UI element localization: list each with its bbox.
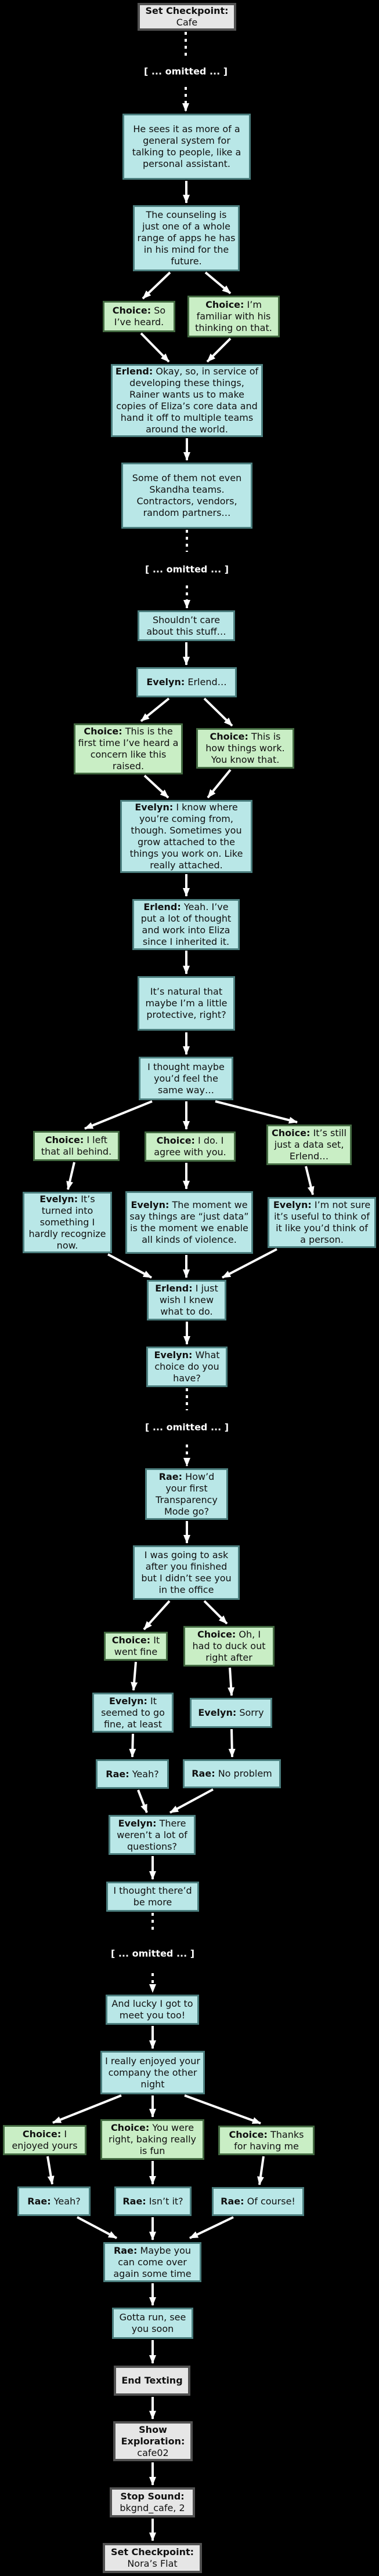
dialogue-evelyn-sorry: Evelyn: Sorry bbox=[190, 1698, 272, 1728]
dialogue-shouldnt-care: Shouldn’t care about this stuff… bbox=[138, 610, 235, 641]
dialogue-rae-of-course: Rae: Of course! bbox=[212, 2187, 304, 2216]
dialogue-counseling: The counseling is just one of a whole ra… bbox=[133, 205, 240, 271]
dialogue-rae-come-over: Rae: Maybe you can come over again some … bbox=[103, 2242, 201, 2282]
dialogue-evelyn-person: Evelyn: I’m not sure it’s useful to thin… bbox=[268, 1197, 376, 1248]
omitted-indicator: [ ... omitted ... ] bbox=[145, 1421, 229, 1433]
dialogue-erlend-inherited: Erlend: Yeah. I’ve put a lot of thought … bbox=[132, 899, 240, 950]
dialogue-same-way: I thought maybe you’d feel the same way… bbox=[139, 1057, 233, 1100]
choice-i-agree: Choice: I do. I agree with you. bbox=[145, 1131, 236, 1162]
choice-how-things-work: Choice: This is how things work. You kno… bbox=[196, 728, 294, 769]
omitted-indicator: [ ... omitted ... ] bbox=[110, 1948, 195, 1959]
dialogue-erlend-wish: Erlend: I just wish I knew what to do. bbox=[147, 1280, 226, 1320]
action-set-checkpoint-cafe: Set Checkpoint:Cafe bbox=[138, 3, 236, 31]
dialogue-enjoyed-company: I really enjoyed your company the other … bbox=[100, 2051, 205, 2094]
omitted-indicator: [ ... omitted ... ] bbox=[145, 563, 229, 575]
dialogue-protective: It’s natural that maybe I’m a little pro… bbox=[138, 976, 235, 1031]
action-end-texting: End Texting bbox=[114, 2366, 190, 2396]
dialogue-evelyn-just-data: Evelyn: The moment we say things are “ju… bbox=[125, 1191, 253, 1254]
dialogue-thered-be-more: I thought there’d be more bbox=[106, 1882, 199, 1912]
choice-im-familiar: Choice: I’m familiar with his thinking o… bbox=[187, 296, 280, 337]
dialogue-rae-transparency: Rae: How’d your first Transparency Mode … bbox=[145, 1468, 228, 1520]
dialogue-evelyn-seemed-fine: Evelyn: It seemed to go fine, at least bbox=[92, 1693, 174, 1733]
action-set-checkpoint-noras-flat: Set Checkpoint:Nora’s Flat bbox=[103, 2543, 202, 2573]
dialogue-he-sees: He sees it as more of a general system f… bbox=[122, 114, 251, 180]
choice-duck-out: Choice: Oh, I had to duck out right afte… bbox=[183, 1626, 275, 1667]
choice-enjoyed-yours: Choice: I enjoyed yours bbox=[3, 2125, 86, 2155]
choice-so-ive-heard: Choice: So I’ve heard. bbox=[103, 301, 175, 332]
choice-baking-fun: Choice: You were right, baking really is… bbox=[100, 2119, 204, 2160]
dialogue-rae-yeah: Rae: Yeah? bbox=[96, 1759, 169, 1789]
action-stop-sound: Stop Sound:bkgnd_cafe, 2 bbox=[110, 2487, 195, 2517]
choice-left-behind: Choice: I left that all behind. bbox=[33, 1131, 120, 1161]
dialogue-rae-isnt-it: Rae: Isn’t it? bbox=[114, 2186, 192, 2216]
dialogue-evelyn-recognize: Evelyn: It’s turned into something I har… bbox=[23, 1192, 112, 1253]
choice-data-set: Choice: It’s still just a data set, Erle… bbox=[266, 1125, 352, 1165]
dialogue-rae-yeah-2: Rae: Yeah? bbox=[17, 2186, 91, 2216]
dialogue-evelyn-what-choice: Evelyn: What choice do you have? bbox=[146, 1347, 228, 1387]
choice-went-fine: Choice: It went fine bbox=[104, 1632, 168, 1661]
solid-connectors bbox=[46, 181, 315, 2541]
dialogue-rae-no-problem: Rae: No problem bbox=[183, 1759, 281, 1788]
dialogue-evelyn-erlend: Evelyn: Erlend… bbox=[136, 667, 237, 697]
dialogue-skandha-teams: Some of them not even Skandha teams. Con… bbox=[121, 463, 252, 529]
dialogue-lucky-to-meet: And lucky I got to meet you too! bbox=[106, 1995, 199, 2025]
omitted-indicator: [ ... omitted ... ] bbox=[143, 66, 228, 77]
dashed-connectors bbox=[149, 32, 190, 1993]
dialogue-gotta-run: Gotta run, see you soon bbox=[112, 2308, 193, 2339]
choice-thanks-having-me: Choice: Thanks for having me bbox=[218, 2126, 315, 2155]
choice-first-time: Choice: This is the first time I’ve hear… bbox=[74, 723, 183, 774]
dialogue-evelyn-attached: Evelyn: I know where you’re coming from,… bbox=[120, 800, 252, 873]
dialogue-ask-after: I was going to ask after you finished bu… bbox=[133, 1545, 240, 1600]
dialogue-evelyn-questions: Evelyn: There weren’t a lot of questions… bbox=[109, 1815, 196, 1855]
dialogue-erlend-okay: Erlend: Okay, so, in service of developi… bbox=[111, 364, 263, 437]
action-show-exploration: Show Exploration:cafe02 bbox=[113, 2421, 193, 2461]
